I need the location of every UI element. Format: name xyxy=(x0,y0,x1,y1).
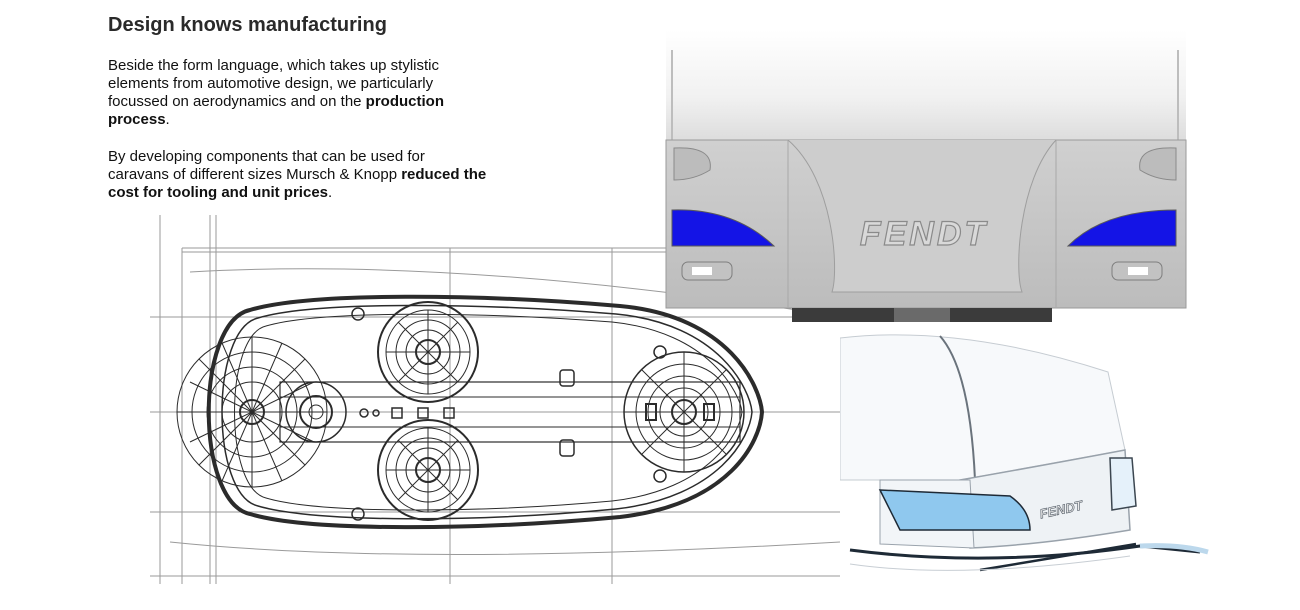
fendt-logo: FENDT xyxy=(860,215,989,253)
intro-paragraph: Beside the form language, which takes up… xyxy=(108,57,488,129)
cost-paragraph: By developing components that can be use… xyxy=(108,148,488,202)
rear-view-render: FENDT xyxy=(665,30,1187,322)
cost-end: . xyxy=(328,184,333,201)
cost-bold: reduced the cost for tooling and unit pr… xyxy=(108,166,487,201)
cost-text: By developing components that can be use… xyxy=(108,148,425,183)
page-title: Design knows manufacturing xyxy=(108,14,387,36)
left-tail-light xyxy=(671,209,776,247)
intro-end: . xyxy=(165,111,170,128)
intro-bold: production process xyxy=(108,93,444,128)
technical-drawing xyxy=(150,215,840,584)
perspective-sketch: FENDT xyxy=(840,334,1209,572)
right-tail-light xyxy=(1066,209,1177,247)
intro-text: Beside the form language, which takes up… xyxy=(108,57,440,110)
sketch-tail-light xyxy=(878,489,1031,531)
